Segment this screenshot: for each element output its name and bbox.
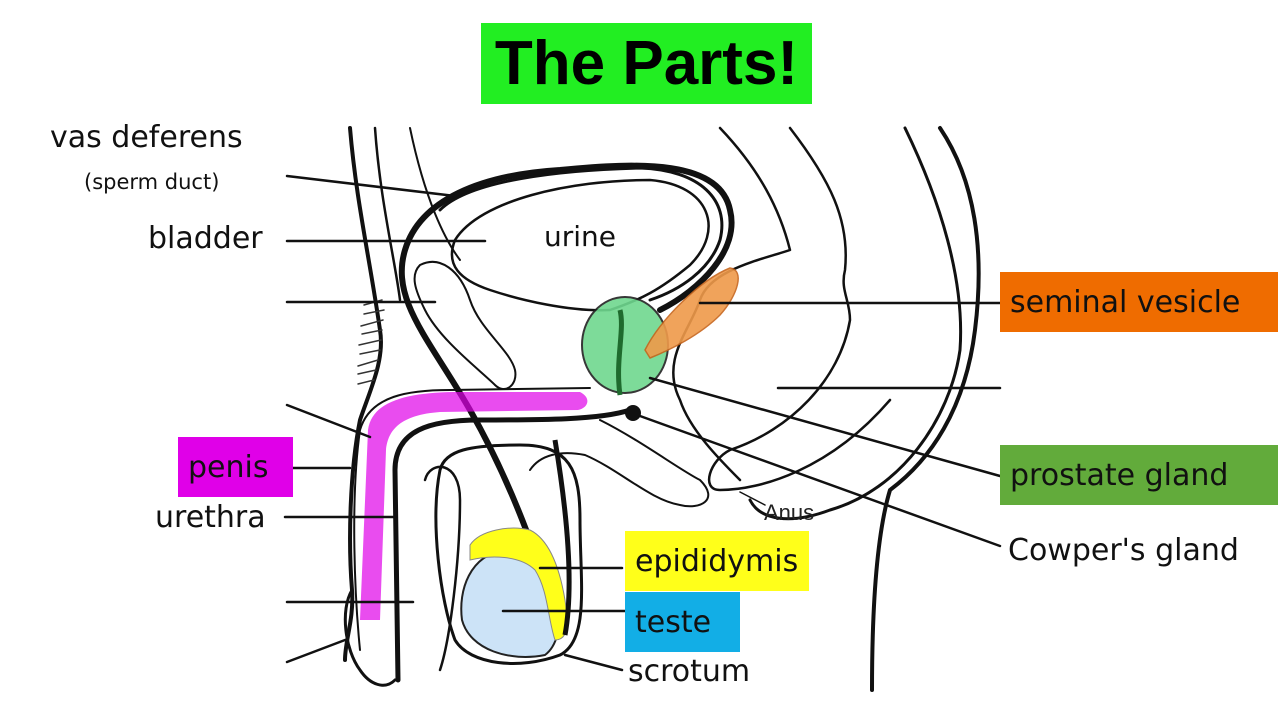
seminal-vesicle-highlight (644, 267, 739, 359)
leader-cowpers (638, 414, 1002, 548)
leader-erectile (285, 403, 372, 439)
label-sperm-duct: (sperm duct) (84, 170, 220, 194)
scrotum-outline (434, 443, 584, 665)
label-urine: urine (544, 220, 617, 253)
label-bladder: bladder (148, 221, 263, 256)
label-prostate-gland: prostate gland (1010, 457, 1229, 493)
urethra-tube (392, 407, 633, 683)
pubic-line (409, 127, 461, 261)
penis-tag: penis (178, 437, 293, 497)
cowpers-gland-dot (625, 405, 641, 421)
label-seminal-vesicle: seminal vesicle (1010, 284, 1241, 320)
sacrum-outline (708, 126, 892, 492)
glans-outline (343, 588, 397, 687)
page-title: The Parts! (494, 29, 799, 98)
teste-tag: teste (625, 592, 740, 652)
prostate-duct (616, 309, 624, 396)
label-epididymis: epididymis (635, 543, 799, 579)
pubic-bone (413, 260, 517, 390)
epididymis-tag: epididymis (625, 531, 809, 591)
back-outline (870, 126, 981, 692)
label-anus: Anus (764, 500, 815, 525)
penis-outline (353, 387, 591, 651)
title-banner: The Parts! (481, 23, 812, 104)
leader-prostate (648, 376, 1002, 478)
abdomen-inner-line (373, 126, 402, 302)
label-cowpers-gland: Cowper's gland (1008, 533, 1239, 568)
seminal-vesicle-tag: seminal vesicle (1000, 272, 1278, 332)
bladder-wall-outer (438, 166, 724, 302)
label-vas-deferens: vas deferens (50, 120, 243, 155)
label-scrotum: scrotum (628, 654, 751, 689)
penis-highlight (360, 392, 588, 620)
label-penis: penis (188, 449, 269, 485)
vas-deferens-duct (398, 162, 735, 638)
label-urethra: urethra (155, 500, 266, 535)
vas-deferens-over-testes (552, 439, 572, 636)
perineum-outline (529, 419, 710, 508)
bladder-outline (450, 178, 710, 312)
spine-curve (748, 126, 963, 521)
leader-scrotum (563, 653, 624, 672)
leader-vas-deferens (285, 174, 457, 198)
leader-foreskin (285, 638, 347, 664)
prostate-gland-tag: prostate gland (1000, 445, 1278, 505)
scrotum-inner (423, 465, 462, 672)
label-teste: teste (635, 604, 712, 640)
leader-anus (739, 491, 766, 506)
